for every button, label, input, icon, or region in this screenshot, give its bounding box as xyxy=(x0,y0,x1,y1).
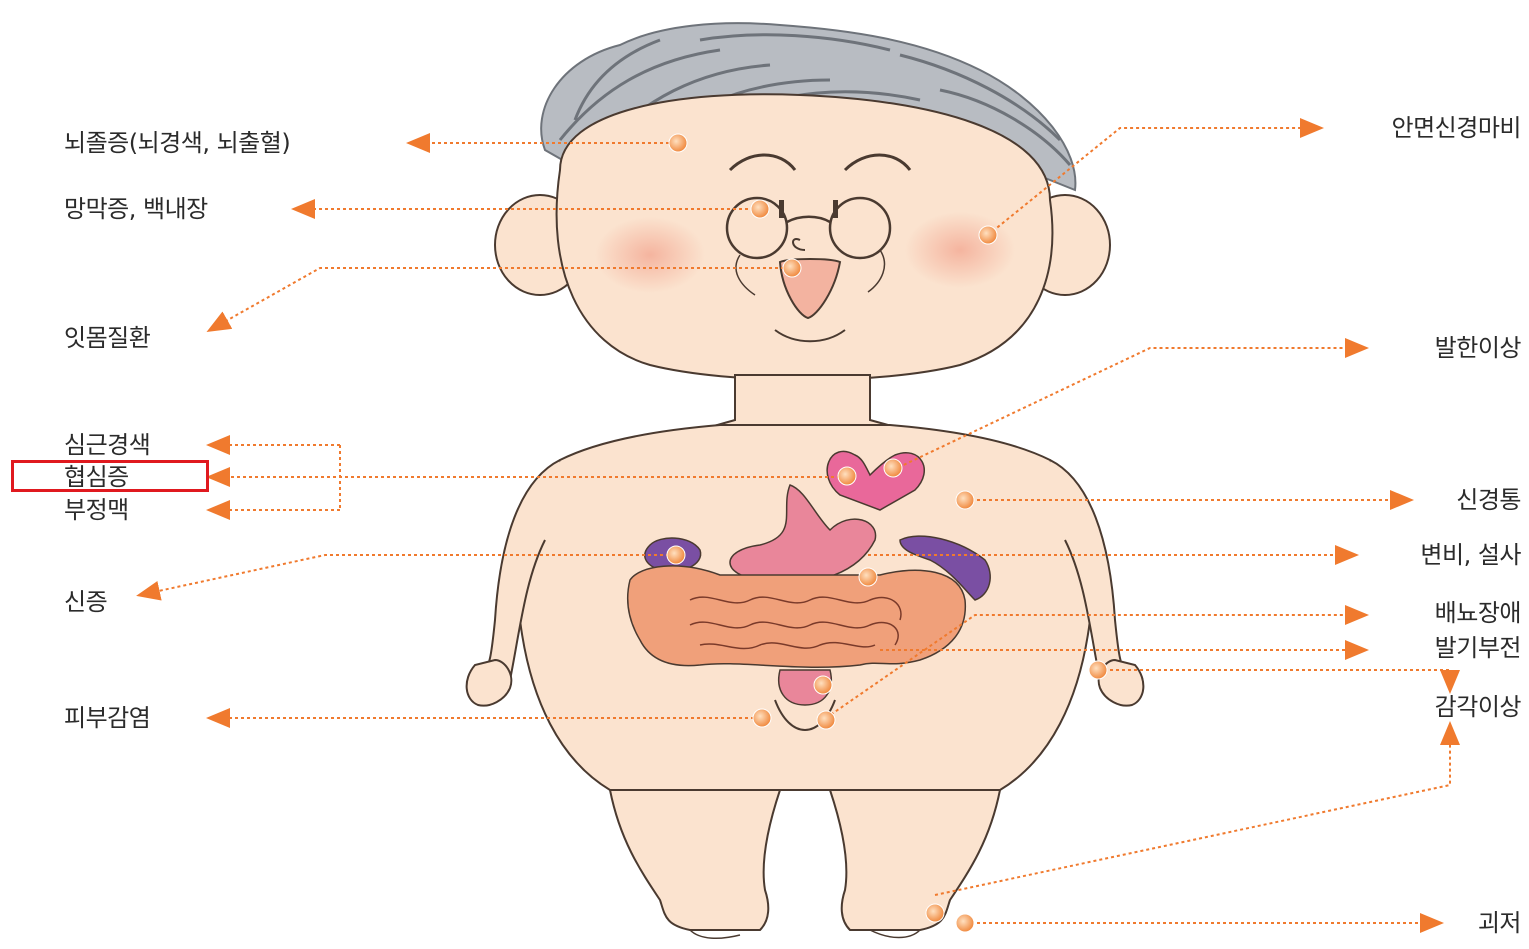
marker-bowel xyxy=(859,568,877,586)
arrow-sensory-top xyxy=(1098,670,1450,690)
left-leg xyxy=(610,790,780,930)
marker-groin xyxy=(817,711,835,729)
label-arrhythmia: 부정맥 xyxy=(64,498,129,522)
label-sensory-abnormality: 감각이상 xyxy=(1435,695,1521,719)
marker-eye xyxy=(751,200,769,218)
intestines xyxy=(628,566,966,667)
marker-mouth xyxy=(783,259,801,277)
marker-kidney xyxy=(667,546,685,564)
highlight-box xyxy=(11,460,209,492)
right-cheek xyxy=(905,212,1015,288)
label-gum-disease: 잇몸질환 xyxy=(64,326,150,350)
label-nephropathy: 신증 xyxy=(64,590,107,614)
label-constipation-diarrhea: 변비, 설사 xyxy=(1420,543,1521,567)
left-hand xyxy=(467,660,512,706)
marker-brain xyxy=(669,134,687,152)
marker-heart-b xyxy=(838,467,856,485)
marker-hand xyxy=(1089,661,1107,679)
marker-skin xyxy=(753,709,771,727)
label-retinopathy-cataract: 망막증, 백내장 xyxy=(64,197,208,221)
marker-foot-b xyxy=(956,914,974,932)
label-neuralgia: 신경통 xyxy=(1456,488,1521,512)
label-gangrene: 괴저 xyxy=(1478,911,1521,935)
label-urination-disorder: 배뇨장애 xyxy=(1435,601,1521,625)
marker-heart-a xyxy=(884,459,902,477)
label-sweating-abnormality: 발한이상 xyxy=(1435,336,1521,360)
label-myocardial-infarction: 심근경색 xyxy=(64,433,150,457)
left-cheek xyxy=(595,217,705,293)
label-skin-infection: 피부감염 xyxy=(64,706,150,730)
label-stroke: 뇌졸증(뇌경색, 뇌출혈) xyxy=(64,131,290,155)
label-facial-palsy: 안면신경마비 xyxy=(1392,116,1521,140)
right-leg xyxy=(830,790,1000,930)
label-erectile-dysfunction: 발기부전 xyxy=(1435,636,1521,660)
marker-face xyxy=(979,226,997,244)
marker-foot-a xyxy=(926,904,944,922)
marker-bladder xyxy=(814,676,832,694)
marker-chest xyxy=(956,491,974,509)
